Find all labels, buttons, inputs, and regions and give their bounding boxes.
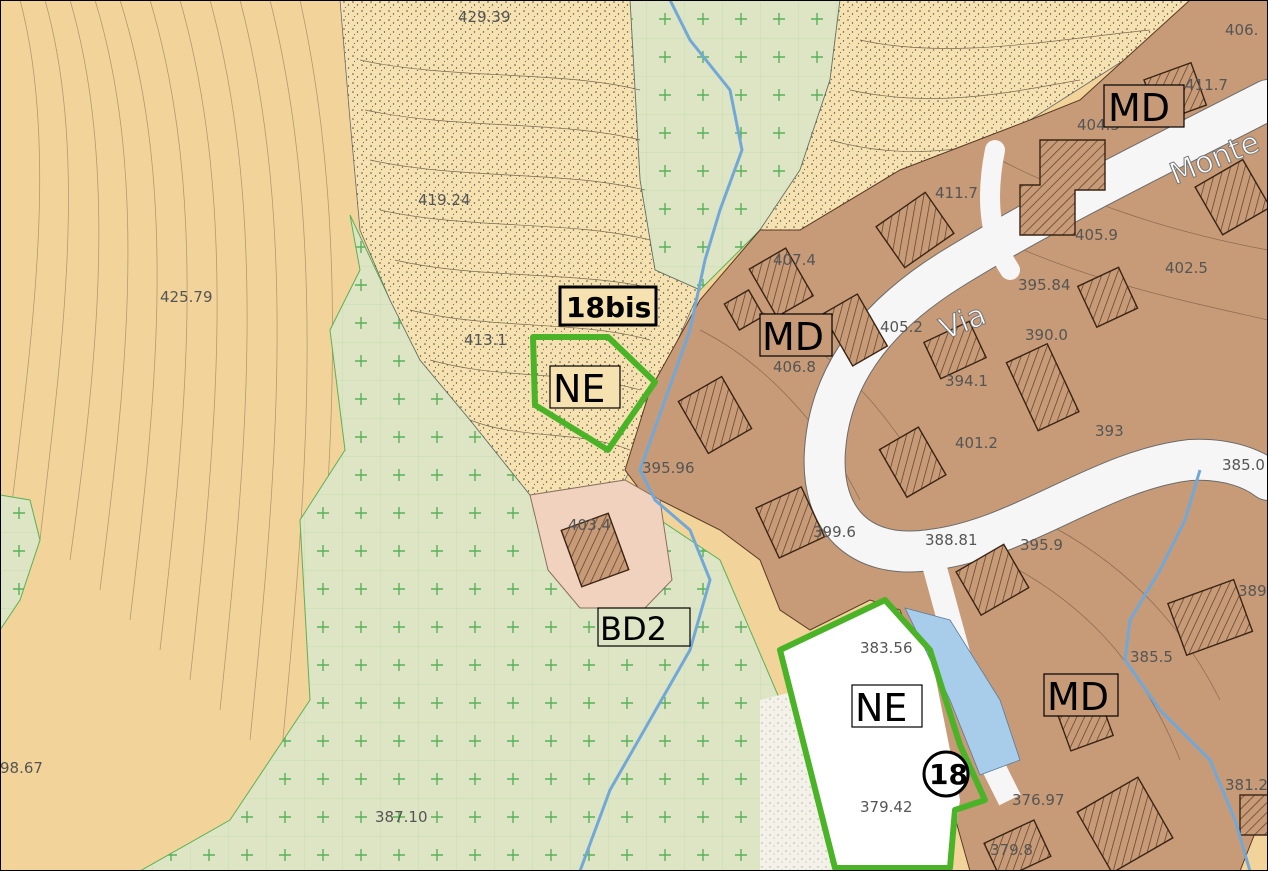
- stream-east: [1123, 469, 1252, 871]
- elev-label: 401.2: [955, 434, 998, 452]
- parking-area: [904, 607, 1021, 776]
- elev-label: 395.96: [642, 459, 695, 477]
- elev-label: 385.0: [1222, 456, 1265, 474]
- new-area-lower-outline: [777, 597, 988, 871]
- elev-label: 395.9: [1020, 536, 1063, 554]
- elev-label: 399.6: [813, 523, 856, 541]
- new-area-upper-outline: [530, 334, 658, 453]
- elev-label: 402.5: [1165, 259, 1208, 277]
- elev-label: 429.39: [458, 8, 511, 26]
- elev-label: 411.7: [1185, 76, 1228, 94]
- stream-main: [578, 0, 744, 871]
- zone-label-ne-lower: NE: [855, 686, 907, 730]
- site-label-18: 18: [929, 758, 968, 791]
- elev-label: 419.24: [418, 191, 471, 209]
- scrub-dots-top: [760, 0, 1190, 230]
- elev-label: 406.8: [773, 358, 816, 376]
- elev-label: 407.4: [773, 251, 816, 269]
- site-label-18bis: 18bis: [566, 291, 651, 324]
- elev-label: 411.7: [935, 184, 978, 202]
- elev-label: 413.1: [464, 331, 507, 349]
- elev-label: 395.84: [1018, 276, 1071, 294]
- elev-label: 394.1: [945, 372, 988, 390]
- road-branch: [980, 140, 1020, 280]
- elev-label: 387.10: [375, 808, 428, 826]
- zone-label-ne-upper: NE: [553, 367, 605, 411]
- elev-label: 405.2: [880, 318, 923, 336]
- elev-label: 393: [1095, 422, 1124, 440]
- zone-labels: MD MD MD NE NE BD2: [549, 84, 1185, 730]
- new-area-lower-fill: [780, 600, 960, 871]
- elev-label: 376.97: [1012, 791, 1065, 809]
- elev-label: 425.79: [160, 288, 213, 306]
- elev-label: 389: [1238, 582, 1267, 600]
- elev-label: 405.9: [1075, 226, 1118, 244]
- elev-label: 385.5: [1130, 648, 1173, 666]
- elev-label: 379.8: [990, 841, 1033, 859]
- site-marker-18bis: 18bis: [558, 285, 658, 327]
- zone-label-bd2: BD2: [600, 610, 667, 648]
- woodland-pattern-creek: [630, 0, 840, 290]
- zone-label-md-top: MD: [1108, 86, 1170, 130]
- residential-zone: [624, 0, 1268, 871]
- elevation-labels: 429.39 406. 411.7 404.5 411.7 419.24 405…: [0, 8, 1268, 859]
- elev-label: 388.81: [925, 531, 978, 549]
- site-marker-18: 18: [922, 750, 970, 798]
- buildings: [560, 61, 1268, 871]
- elev-label: 403.4: [568, 516, 611, 534]
- zone-label-md-center: MD: [762, 315, 824, 359]
- agricultural-contours: [9, 0, 333, 801]
- elev-label: 383.56: [860, 639, 913, 657]
- zone-label-md-lower: MD: [1047, 675, 1109, 719]
- elev-label: 390.0: [1025, 326, 1068, 344]
- elev-label: 406.: [1225, 21, 1258, 39]
- elev-label: 379.42: [860, 798, 913, 816]
- elev-label: 381.2: [1225, 776, 1268, 794]
- woodland-pattern-main: [140, 215, 800, 871]
- woodland-pattern-left: [0, 495, 40, 630]
- elev-label: 98.67: [0, 759, 43, 777]
